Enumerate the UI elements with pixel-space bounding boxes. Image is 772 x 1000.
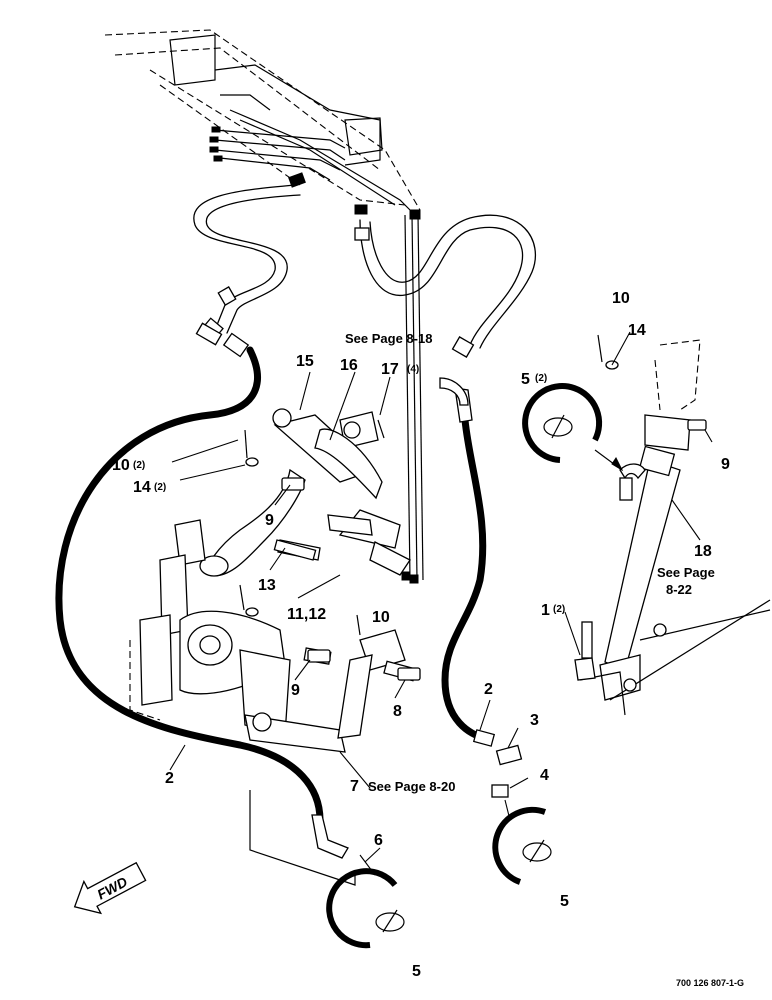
header-frame [104,29,421,211]
forward-arrow: FWD [73,861,147,915]
callout-4: 4 [540,767,549,784]
fitting-cluster [209,126,421,220]
hydraulic-tubes [209,109,424,584]
callout-9-lower: 9 [291,682,300,699]
callout-18: 18 [694,543,712,560]
callout-10-middle: 10 [372,609,390,626]
callout-10-right: 10 [612,290,630,307]
callout-17-qty: (4) [407,364,419,375]
callout-2-right: 2 [484,681,493,698]
callout-5-bottom: 5 [412,963,421,980]
callout-2-left: 2 [165,770,174,787]
callout-14-right: 14 [628,322,646,339]
note-see-page: See Page [657,565,715,580]
callout-15: 15 [296,353,314,370]
callout-9-upper: 9 [265,512,274,529]
note-see-page-8-18: See Page 8-18 [345,331,432,346]
callout-13: 13 [258,577,276,594]
callout-labels: 15 16 17 (4) See Page 8-18 10 (2) 14 (2)… [112,290,730,980]
callout-5-middle: 5 [560,893,569,910]
note-page-8-22: 8-22 [666,582,692,597]
callout-7: 7 [350,778,359,795]
upper-hose-right [354,214,537,358]
hardware [239,334,707,798]
hose-2-left [55,322,349,859]
drawing-code: 700 126 807-1-G [676,978,744,988]
callout-11-12: 11,12 [287,606,326,623]
note-see-page-8-20: See Page 8-20 [368,779,455,794]
callout-14-left: 14 [133,479,151,496]
upper-hose-left [193,184,301,339]
callout-17: 17 [381,361,399,378]
o-ring-detail-middle [492,799,552,885]
right-cylinder-18 [574,339,771,716]
callout-9-right: 9 [721,456,730,473]
callout-10-left: 10 [112,457,130,474]
callout-3: 3 [530,712,539,729]
callout-8: 8 [393,703,402,720]
o-ring-detail-bottom [326,854,405,949]
callout-1: 1 [541,602,550,619]
callout-5-top: 5 [521,371,530,388]
callout-14-left-qty: (2) [154,482,166,493]
callout-6: 6 [374,832,383,849]
hose-2-right [439,377,496,747]
callout-10-left-qty: (2) [133,460,145,471]
callout-16: 16 [340,357,358,374]
lower-linkage-assembly [129,519,417,886]
leader-lines [169,331,713,863]
callout-5-top-qty: (2) [535,373,547,384]
callout-1-qty: (2) [553,604,565,615]
o-ring-detail-top [522,383,624,472]
